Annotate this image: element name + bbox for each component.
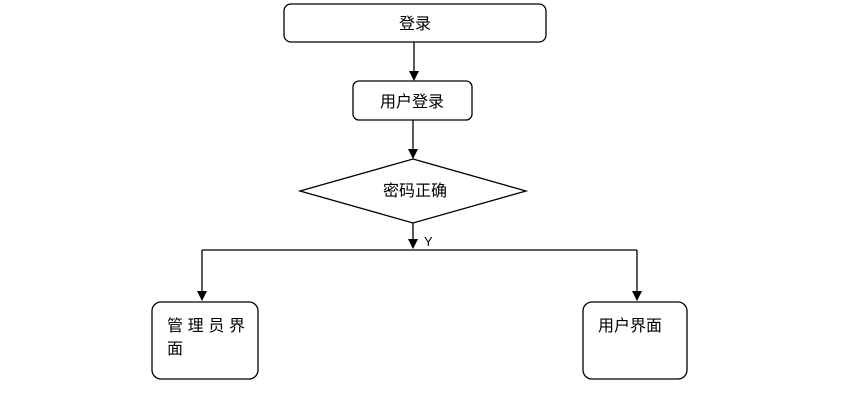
node-user-ui-label: 用户界面: [598, 316, 662, 335]
node-login-box: [283, 3, 547, 43]
node-user-login-label: 用户登录: [380, 92, 444, 111]
edge-yes-label: Y: [424, 234, 433, 249]
node-admin-ui-box: [151, 301, 259, 380]
node-user-ui-box: [582, 301, 688, 380]
node-password-check: 密码正确: [297, 158, 529, 224]
node-login-label: 登录: [399, 14, 431, 33]
node-admin-ui-label-line2: 面: [167, 339, 183, 358]
node-admin-ui: 管理员界 面: [151, 301, 259, 380]
node-login: 登录: [283, 3, 547, 43]
node-user-ui: 用户界面: [582, 301, 688, 380]
node-user-login: 用户登录: [352, 80, 473, 121]
node-password-check-label: 密码正确: [383, 181, 447, 200]
